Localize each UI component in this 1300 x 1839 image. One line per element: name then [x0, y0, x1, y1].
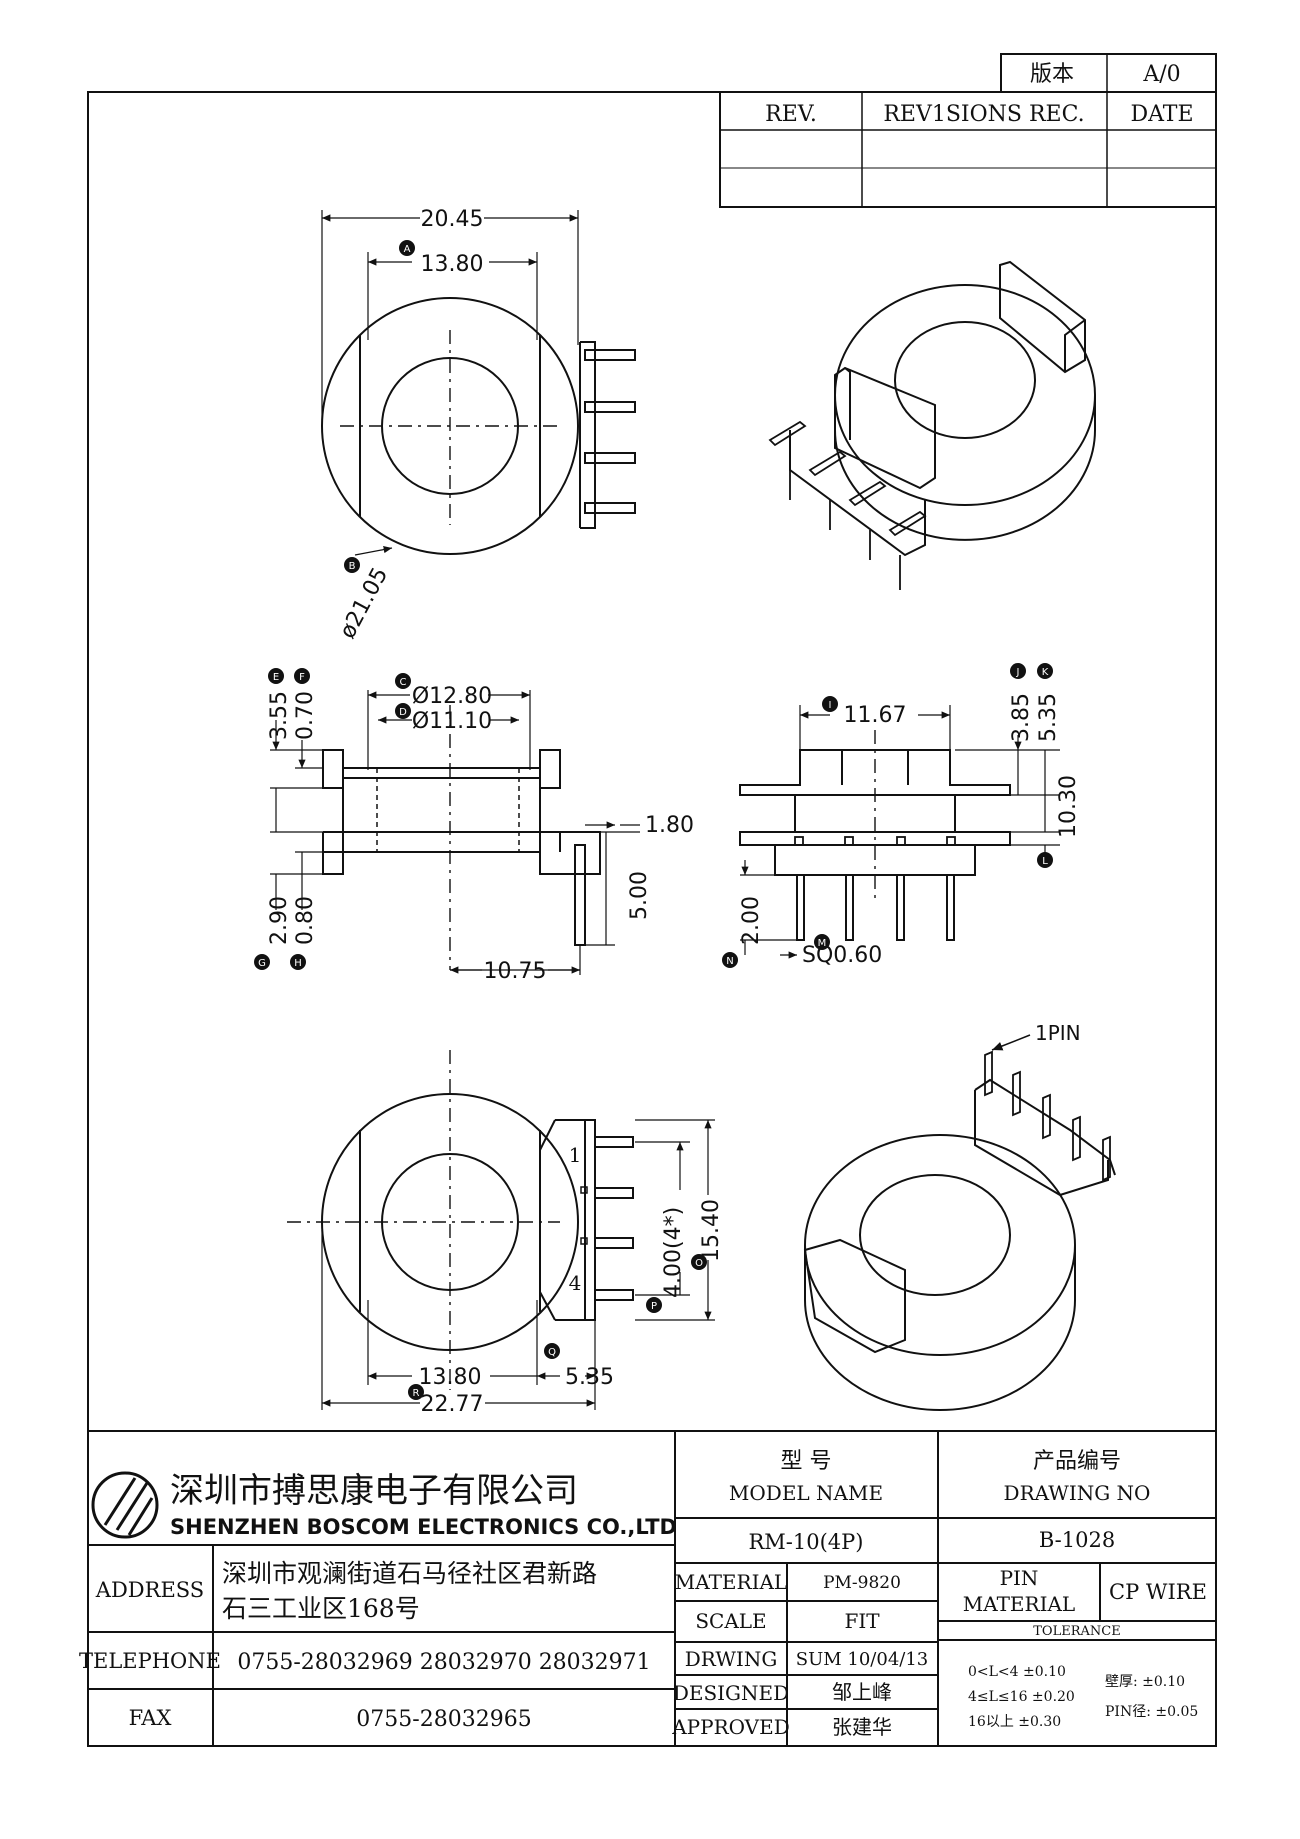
scale-label: SCALE — [695, 1609, 766, 1633]
iso-view-top — [768, 260, 1096, 590]
address-line-2: 石三工业区168号 — [222, 1594, 420, 1623]
callout-p: P — [651, 1301, 657, 1312]
approver-value: 张建华 — [832, 1715, 892, 1739]
callout-d: D — [399, 707, 407, 718]
revision-table: REV. REV1SIONS REC. DATE — [719, 91, 1217, 208]
model-label-en: MODEL NAME — [729, 1481, 883, 1505]
callout-e: E — [273, 672, 279, 683]
address-line-1: 深圳市观澜街道石马径社区君新路 — [222, 1559, 597, 1588]
top-view — [321, 210, 636, 556]
tolerance-row-1: 0<L<4 ±0.10 — [968, 1664, 1066, 1680]
rev-header: REV. — [765, 102, 817, 127]
address-label: ADDRESS — [95, 1578, 204, 1602]
dim-0-80: 0.80 — [293, 896, 318, 945]
designer-value: 邹上峰 — [832, 1680, 892, 1704]
dim-2-00: 2.00 — [739, 896, 764, 945]
dim-diameter-21-05: ø21.05 — [335, 564, 393, 643]
model-value: RM-10(4P) — [748, 1530, 863, 1554]
telephone-label: TELEPHONE — [79, 1649, 221, 1673]
side-view-labels: 11.67 3.85 5.35 10.30 2.00 SQ0.60 I J K … — [722, 663, 1081, 968]
fax-value: 0755-28032965 — [356, 1707, 531, 1732]
title-block — [87, 1430, 1217, 1747]
callout-n: N — [726, 956, 733, 967]
version-value: A/0 — [1142, 62, 1180, 87]
drawing-date-label: DRWING — [685, 1647, 778, 1671]
callout-k: K — [1042, 667, 1049, 678]
callout-g: G — [258, 958, 266, 969]
callout-r: R — [413, 1388, 420, 1399]
dim-13-80-bottom: 13.80 — [419, 1365, 482, 1390]
dim-4-00: 4.00(4*) — [661, 1207, 686, 1298]
dim-2-90: 2.90 — [267, 896, 292, 945]
dim-11-67: 11.67 — [844, 703, 907, 728]
pin-4-label: 4 — [569, 1271, 582, 1295]
pin-1-note: 1PIN — [1035, 1021, 1081, 1045]
scale-value: FIT — [844, 1609, 880, 1633]
pin-material-label: MATERIAL — [963, 1592, 1075, 1616]
callout-o: O — [695, 1258, 703, 1269]
telephone-value: 0755-28032969 28032970 28032971 — [237, 1650, 650, 1675]
dim-15-40: 15.40 — [699, 1199, 724, 1262]
dim-0-70: 0.70 — [293, 691, 318, 740]
company-name-en: SHENZHEN BOSCOM ELECTRONICS CO.,LTD — [170, 1515, 677, 1539]
tolerance-row-3: 16以上 ±0.30 — [968, 1714, 1061, 1730]
dim-13-80-top: 13.80 — [421, 252, 484, 277]
revisions-header: REV1SIONS REC. — [883, 102, 1084, 127]
approved-label: APPROVED — [671, 1715, 790, 1739]
dim-10-30: 10.30 — [1056, 775, 1081, 838]
side-view — [739, 705, 1060, 959]
bottom-view-labels: 1 4 13.80 5.35 22.77 4.00(4*) 15.40 O P … — [408, 1143, 724, 1417]
title-block-text: 深圳市搏思康电子有限公司 SHENZHEN BOSCOM ELECTRONICS… — [79, 1449, 1207, 1739]
dim-5-00: 5.00 — [627, 871, 652, 920]
tolerance-label: TOLERANCE — [1033, 1624, 1120, 1639]
callout-b: B — [349, 561, 356, 572]
drawing-date-value: SUM 10/04/13 — [796, 1649, 929, 1670]
version-label: 版本 — [1030, 62, 1074, 87]
callout-q: Q — [548, 1347, 556, 1358]
dim-3-55: 3.55 — [267, 691, 292, 740]
front-view — [270, 690, 640, 975]
company-logo — [91, 1471, 159, 1539]
bottom-view — [287, 1050, 715, 1410]
drawing-label-en: DRAWING NO — [1004, 1481, 1151, 1505]
pin-material-value: CP WIRE — [1109, 1580, 1207, 1604]
drawing-no-value: B-1028 — [1039, 1528, 1115, 1552]
callout-f: F — [299, 672, 305, 683]
dim-10-75: 10.75 — [484, 959, 547, 984]
model-label-cn: 型 号 — [781, 1449, 832, 1474]
version-box: 版本 A/0 — [1000, 53, 1217, 93]
designed-label: DESIGNED — [673, 1681, 789, 1705]
date-header: DATE — [1130, 102, 1193, 127]
material-label: MATERIAL — [675, 1570, 787, 1594]
callout-l: L — [1042, 856, 1048, 867]
callout-j: J — [1016, 667, 1020, 678]
pin-dia-tolerance: PIN径: ±0.05 — [1105, 1704, 1198, 1720]
pin-1-label: 1 — [569, 1143, 582, 1167]
dim-5-35-side: 5.35 — [1036, 693, 1061, 742]
dim-d-11-10: Ø11.10 — [412, 709, 492, 734]
top-view-labels: 20.45 13.80 A B ø21.05 — [335, 207, 483, 643]
wall-tolerance: 壁厚: ±0.10 — [1105, 1674, 1185, 1690]
dim-22-77: 22.77 — [421, 1392, 484, 1417]
tolerance-row-2: 4≤L≤16 ±0.20 — [968, 1689, 1075, 1705]
drawing-label-cn: 产品编号 — [1033, 1449, 1121, 1474]
callout-m: M — [818, 938, 827, 949]
dim-5-35-bottom: 5.35 — [565, 1365, 614, 1390]
fax-label: FAX — [129, 1706, 172, 1730]
callout-a: A — [404, 244, 411, 255]
callout-h: H — [294, 958, 302, 969]
dim-1-80: 1.80 — [645, 813, 694, 838]
dim-c-12-80: Ø12.80 — [412, 684, 492, 709]
dim-3-85: 3.85 — [1009, 693, 1034, 742]
callout-c: C — [400, 677, 407, 688]
dim-20-45: 20.45 — [421, 207, 484, 232]
pin-label: PIN — [1000, 1566, 1039, 1590]
material-value: PM-9820 — [823, 1573, 901, 1593]
front-view-labels: Ø12.80 Ø11.10 1.80 3.55 0.70 2.90 0.80 5… — [254, 668, 694, 984]
callout-i: I — [829, 700, 832, 711]
company-name-cn: 深圳市搏思康电子有限公司 — [170, 1471, 578, 1511]
dim-sq0-60: SQ0.60 — [802, 943, 882, 968]
iso-view-bottom — [803, 1034, 1116, 1411]
